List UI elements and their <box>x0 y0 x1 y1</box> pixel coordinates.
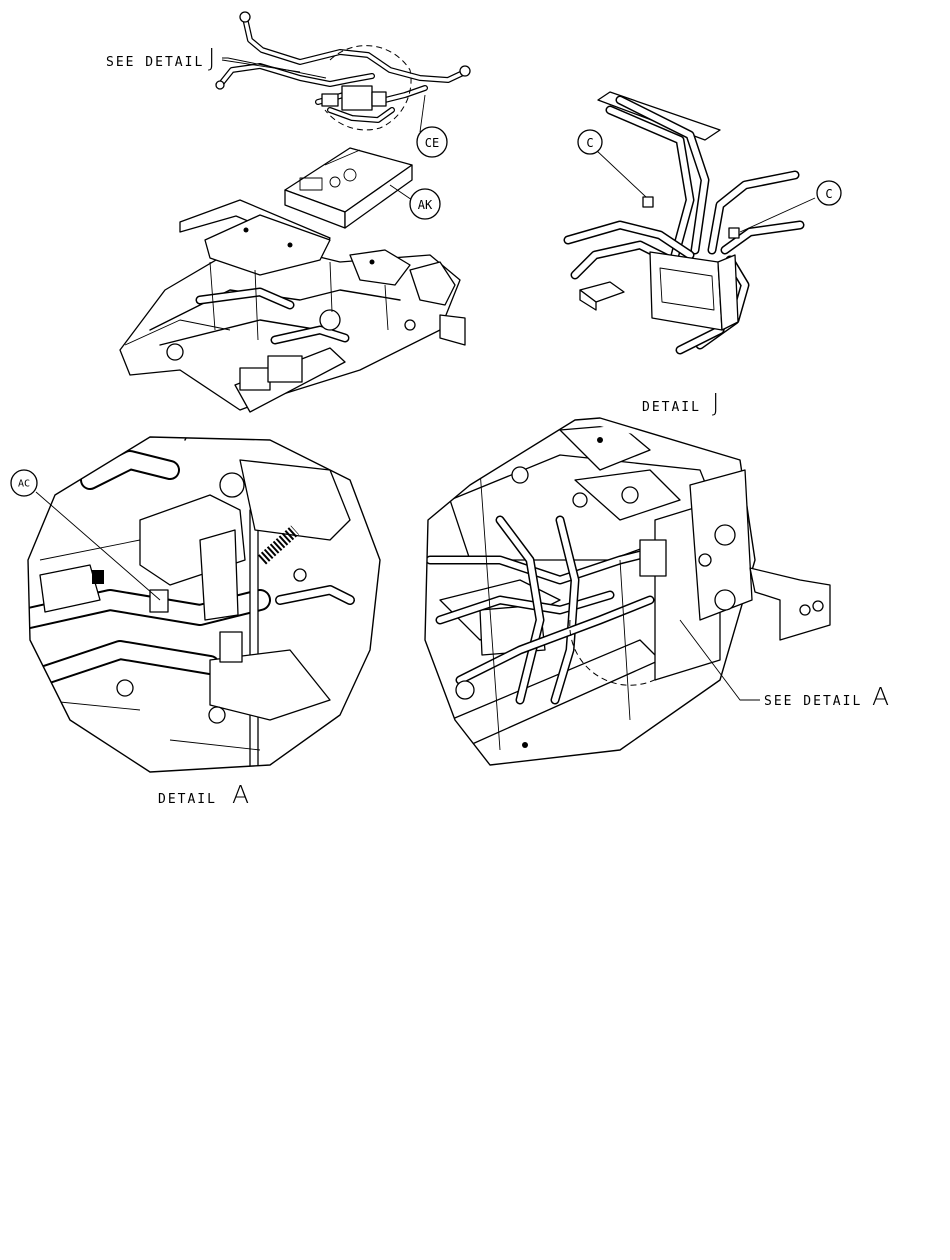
detail-j-label: DETAIL <box>642 400 701 415</box>
callout-ak-text: AK <box>418 198 433 212</box>
wire-harness-exploded <box>216 12 470 130</box>
callout-c-right: C <box>817 181 841 205</box>
bottom-right-assembly-view <box>420 415 830 770</box>
controller-module <box>285 148 412 228</box>
callout-ce-text: CE <box>425 136 439 150</box>
callout-ac-text: AC <box>18 479 30 490</box>
callout-c-left: C <box>578 130 602 154</box>
callout-ac: AC <box>11 470 37 496</box>
callout-c-right-text: C <box>825 187 832 201</box>
see-detail-j-letter: J <box>208 43 215 72</box>
see-detail-a-letter: A <box>872 682 889 711</box>
leader-ce <box>420 95 425 132</box>
detail-j-letter: J <box>712 388 719 417</box>
detail-a-letter: A <box>232 780 249 809</box>
callout-ak: AK <box>410 189 440 219</box>
detail-a-label: DETAIL <box>158 792 217 807</box>
see-detail-j-label: SEE DETAIL <box>106 55 204 70</box>
seat-base-chassis <box>120 200 465 412</box>
leader-c-left <box>596 150 646 197</box>
callout-ce: CE <box>417 127 447 157</box>
detail-a-view <box>20 430 390 780</box>
see-detail-a-label: SEE DETAIL <box>764 694 862 709</box>
detail-j-view <box>568 92 815 350</box>
callout-c-left-text: C <box>586 136 593 150</box>
